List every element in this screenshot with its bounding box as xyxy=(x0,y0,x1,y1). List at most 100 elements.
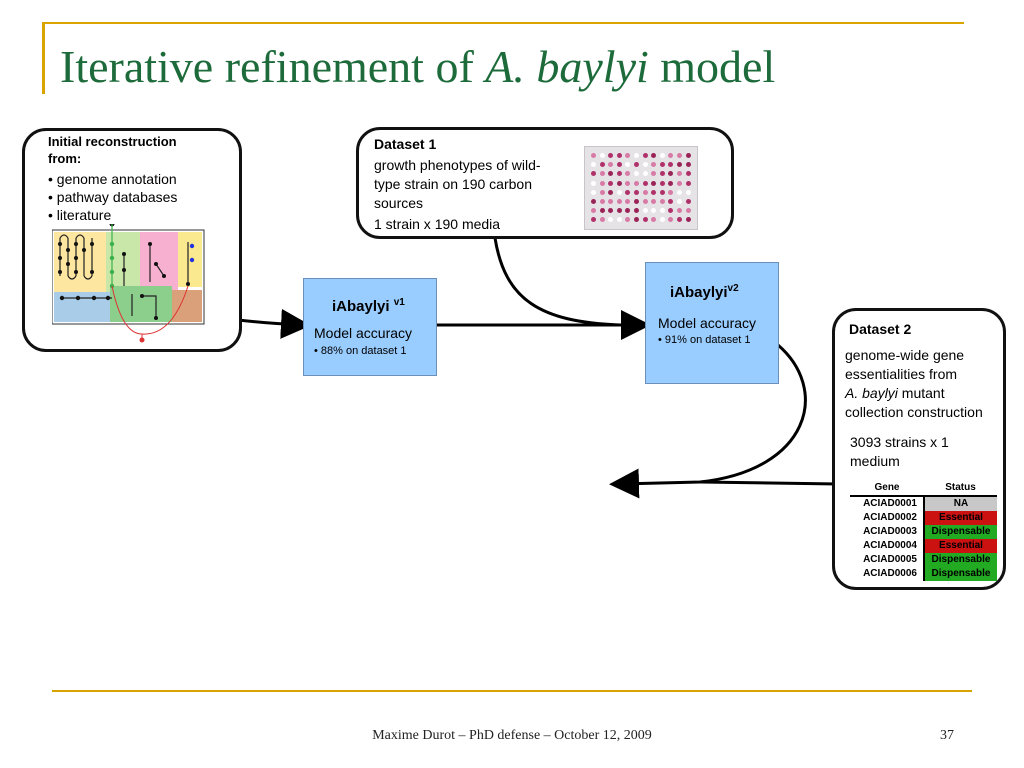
gene-id-cell: ACIAD0004 xyxy=(850,539,925,553)
plate-well xyxy=(651,171,657,177)
plate-well xyxy=(668,171,674,177)
gene-column-header: Gene xyxy=(850,481,924,497)
plate-well xyxy=(677,171,682,177)
initial-bullet-pathway: • pathway databases xyxy=(48,189,178,205)
initial-bullet-literature: • literature xyxy=(48,207,112,223)
plate-well xyxy=(659,199,665,204)
plate-well xyxy=(616,217,622,223)
plate-well xyxy=(642,180,648,186)
plate-well xyxy=(659,180,665,186)
plate-well xyxy=(616,171,622,177)
plate-well xyxy=(677,153,682,158)
initial-heading-line2: from: xyxy=(48,151,82,166)
initial-bullet-genome: • genome annotation xyxy=(48,171,177,187)
plate-well xyxy=(599,171,605,177)
plate-well xyxy=(616,153,622,158)
model-v2-name: iAbaylyiv2 xyxy=(670,283,739,301)
plate-well xyxy=(685,217,691,223)
plate-well xyxy=(599,189,605,195)
plate-well xyxy=(591,199,596,204)
gene-status-cell: NA xyxy=(924,496,997,511)
plate-well xyxy=(651,217,657,223)
plate-well xyxy=(668,189,674,195)
plate-well xyxy=(625,208,631,214)
plate-well xyxy=(685,180,691,186)
page-number: 37 xyxy=(940,728,954,743)
plate-well xyxy=(685,208,691,214)
dataset1-line1: growth phenotypes of wild- xyxy=(374,157,541,173)
dataset1-line2: type strain on 190 carbon xyxy=(374,176,532,192)
plate-well xyxy=(668,180,674,186)
dataset2-species: A. baylyi xyxy=(845,385,898,401)
dataset1-summary: 1 strain x 190 media xyxy=(374,216,501,232)
plate-well xyxy=(642,162,648,168)
plate-well xyxy=(625,217,631,223)
title-prefix: Iterative refinement of xyxy=(60,41,486,92)
plate-well xyxy=(677,180,682,186)
plate-well xyxy=(616,180,622,186)
plate-well xyxy=(685,171,691,177)
plate-well xyxy=(591,180,596,186)
plate-well xyxy=(625,189,631,195)
plate-well xyxy=(608,189,614,195)
model-v2-accuracy-label: Model accuracy xyxy=(658,315,757,331)
plate-well xyxy=(668,217,674,223)
plate-well xyxy=(668,199,674,204)
gene-id-cell: ACIAD0001 xyxy=(850,496,925,511)
gene-status-cell: Essential xyxy=(924,539,997,553)
dataset2-summary-line2: medium xyxy=(850,453,900,469)
arrow-dataset2-in xyxy=(699,480,839,486)
model-v1-name: iAbaylyi v1 xyxy=(332,297,405,315)
slide-title: Iterative refinement of A. baylyi model xyxy=(60,40,775,93)
plate-well xyxy=(642,208,648,214)
gene-id-cell: ACIAD0006 xyxy=(850,567,925,581)
title-suffix: model xyxy=(648,41,776,92)
plate-well xyxy=(634,199,639,204)
plate-well xyxy=(677,208,682,214)
plate-well xyxy=(668,208,674,214)
plate-well xyxy=(608,199,614,204)
plate-well xyxy=(599,162,605,168)
arrow-dataset1-to-v2 xyxy=(493,237,621,327)
dataset2-line3: A. baylyi mutant xyxy=(845,384,945,402)
plate-well xyxy=(625,180,631,186)
plate-well xyxy=(599,153,605,158)
plate-well xyxy=(685,162,691,168)
plate-well xyxy=(685,153,691,158)
gene-status-cell: Dispensable xyxy=(924,525,997,539)
dataset2-heading: Dataset 2 xyxy=(849,321,912,337)
plate-well xyxy=(634,171,639,177)
plate-well xyxy=(668,153,674,158)
plate-well xyxy=(591,153,596,158)
plate-well xyxy=(634,217,639,223)
plate-well xyxy=(634,208,639,214)
plate-well xyxy=(616,162,622,168)
plate-well xyxy=(616,189,622,195)
plate-well xyxy=(642,189,648,195)
dataset1-heading: Dataset 1 xyxy=(374,136,437,152)
plate-well xyxy=(591,171,596,177)
plate-well xyxy=(616,208,622,214)
dataset2-summary-line1: 3093 strains x 1 xyxy=(850,434,949,450)
slide-footer: Maxime Durot – PhD defense – October 12,… xyxy=(372,728,652,743)
gene-id-cell: ACIAD0003 xyxy=(850,525,925,539)
plate-well xyxy=(659,162,665,168)
dataset2-line2: essentialities from xyxy=(845,366,958,382)
plate-well xyxy=(591,189,596,195)
plate-well xyxy=(599,208,605,214)
plate-well xyxy=(599,217,605,223)
plate-well xyxy=(668,162,674,168)
plate-well xyxy=(591,217,596,223)
plate-well xyxy=(659,208,665,214)
plate-well xyxy=(642,199,648,204)
model-v1-name-text: iAbaylyi xyxy=(332,298,390,315)
plate-well xyxy=(677,162,682,168)
title-italic: A. baylyi xyxy=(485,41,649,92)
model-v1-box: iAbaylyi v1 Model accuracy • 88% on data… xyxy=(303,278,437,376)
plate-well xyxy=(625,199,631,204)
